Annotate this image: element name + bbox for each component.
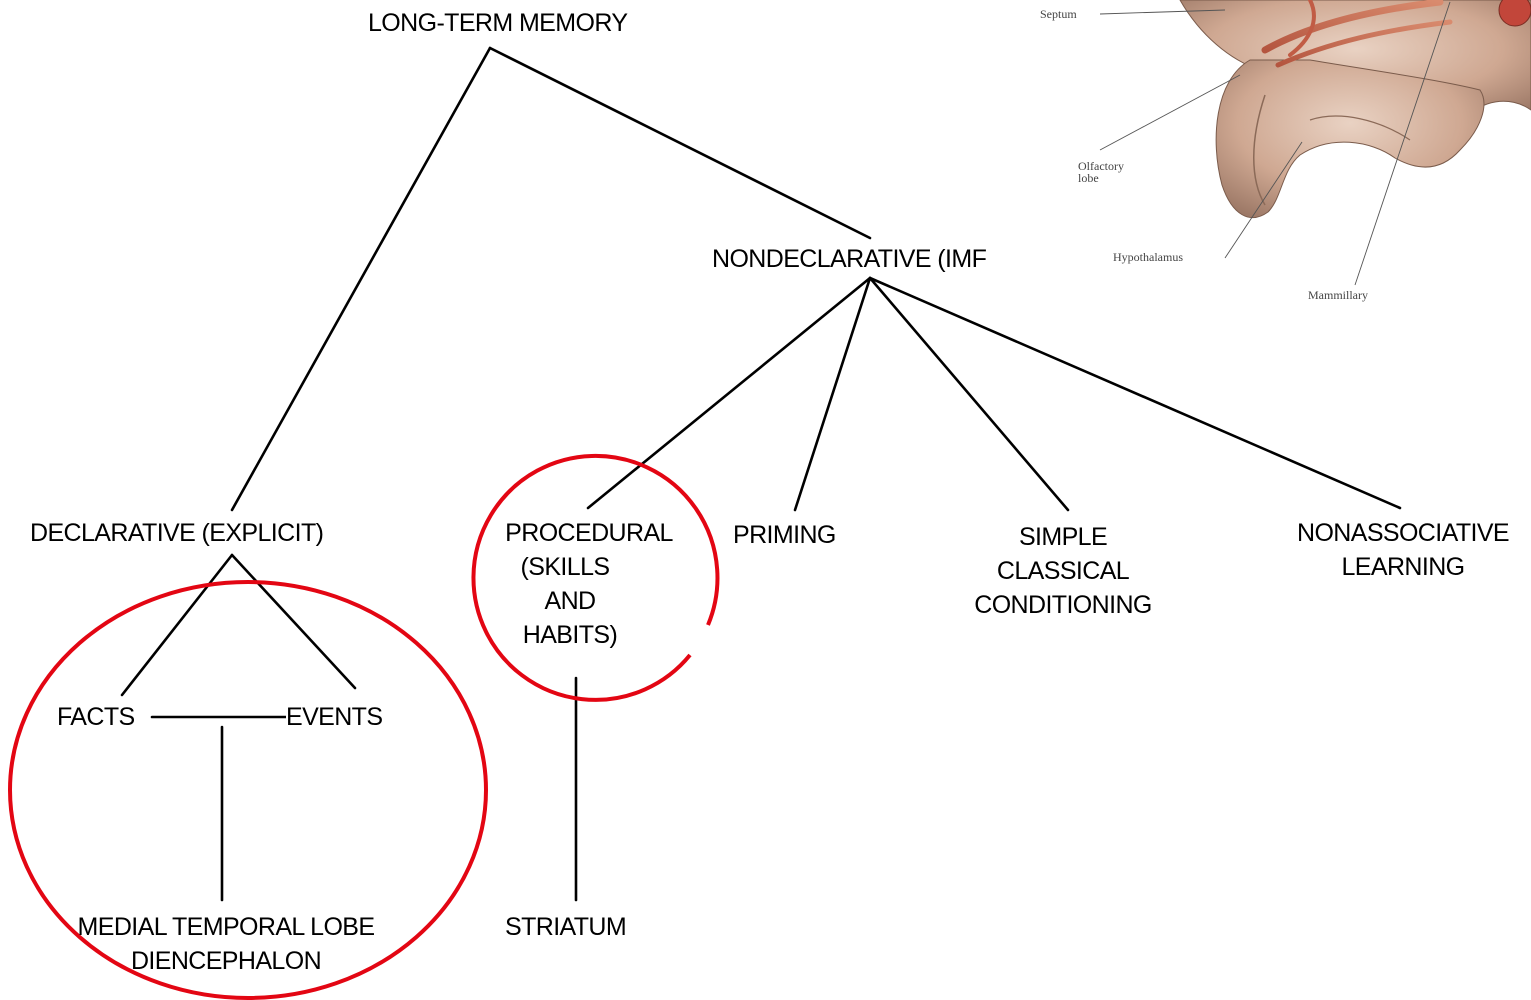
node-nondeclarative: NONDECLARATIVE (IMF xyxy=(712,242,1018,276)
label-mammillary: Mammillary xyxy=(1308,288,1368,303)
label-olfactory-lobe: Olfactory lobe xyxy=(1078,160,1124,184)
node-facts: FACTS xyxy=(57,700,135,734)
procedural-line-2: (SKILLS xyxy=(446,550,684,584)
edge-root-declarative xyxy=(232,48,490,510)
region-line-2: DIENCEPHALON xyxy=(52,944,400,978)
node-striatum: STRIATUM xyxy=(505,910,626,944)
amygdala-shape xyxy=(1499,0,1531,26)
procedural-line-4: HABITS) xyxy=(456,618,684,652)
procedural-line-1: PROCEDURAL xyxy=(494,516,684,550)
edge-declarative-facts xyxy=(122,555,232,695)
node-procedural: PROCEDURAL (SKILLS AND HABITS) xyxy=(494,516,684,652)
region-line-1: MEDIAL TEMPORAL LOBE xyxy=(52,910,400,944)
brain-illustration: Septum Olfactory lobe Hypothalamus Mammi… xyxy=(1010,0,1531,320)
label-septum: Septum xyxy=(1040,7,1077,22)
classical-line-1: SIMPLE xyxy=(958,520,1168,554)
label-hypothalamus: Hypothalamus xyxy=(1113,250,1183,265)
procedural-line-3: AND xyxy=(456,584,684,618)
node-long-term-memory: LONG-TERM MEMORY xyxy=(368,6,627,40)
node-events: EVENTS xyxy=(286,700,382,734)
edge-root-nondeclarative xyxy=(490,48,870,238)
nonassociative-line-2: LEARNING xyxy=(1278,550,1528,584)
node-classical-conditioning: SIMPLE CLASSICAL CONDITIONING xyxy=(958,520,1168,622)
classical-line-2: CLASSICAL xyxy=(958,554,1168,588)
node-nonassociative-learning: NONASSOCIATIVE LEARNING xyxy=(1278,516,1528,584)
brain-hypothalamus-shape xyxy=(1216,60,1484,218)
edge-nondecl-priming xyxy=(795,278,870,510)
node-declarative: DECLARATIVE (EXPLICIT) xyxy=(30,516,323,550)
edge-nondecl-procedural xyxy=(588,278,870,508)
classical-line-3: CONDITIONING xyxy=(958,588,1168,622)
nonassociative-line-1: NONASSOCIATIVE xyxy=(1278,516,1528,550)
olfactory-line-2: lobe xyxy=(1078,171,1099,185)
edge-declarative-events xyxy=(232,555,355,688)
node-declarative-region: MEDIAL TEMPORAL LOBE DIENCEPHALON xyxy=(52,910,400,978)
node-priming: PRIMING xyxy=(733,518,836,552)
